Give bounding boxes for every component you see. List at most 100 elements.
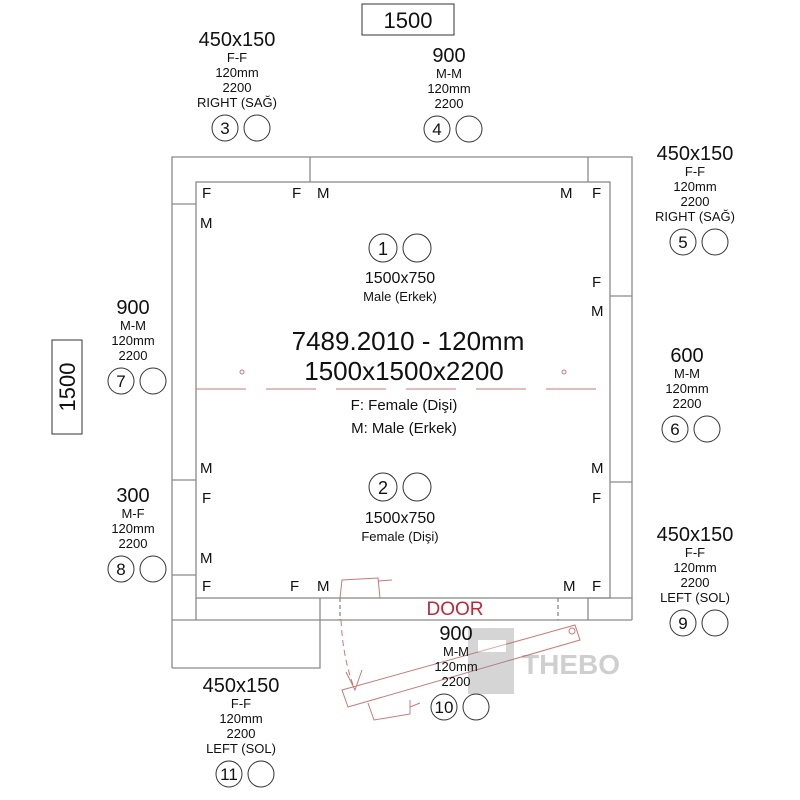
legend-male: M: Male (Erkek) — [351, 420, 457, 437]
panel-detail: 2200 — [227, 726, 256, 741]
panel-detail: 2200 — [681, 575, 710, 590]
panel-detail: F-F — [685, 164, 705, 179]
top-dimension-box: 1500 — [361, 3, 455, 36]
joint-mark: 1500x750 — [365, 510, 435, 527]
panel-blank-circle — [247, 760, 275, 788]
panel-number: 5 — [678, 233, 687, 252]
joint-mark: 2 — [378, 478, 388, 498]
panel-blank-circle — [701, 609, 729, 637]
panel-detail: RIGHT (SAĞ) — [197, 95, 277, 110]
panel-detail: 120mm — [215, 65, 258, 80]
panel-number: 11 — [220, 765, 238, 784]
panel-detail: F-F — [231, 696, 251, 711]
thebo-logo: THEBO — [468, 628, 620, 694]
panel-detail: 120mm — [434, 659, 477, 674]
walls — [171, 156, 633, 669]
room-code: 7489.2010 - 120mm — [292, 326, 525, 356]
floor-panel-1: 1 1500x750 Male (Erkek) — [363, 233, 437, 304]
panel-number-circle — [669, 609, 697, 637]
room-size: 1500x1500x2200 — [304, 356, 504, 386]
joint-mark: F — [202, 185, 211, 202]
panel-number-circle — [107, 367, 135, 395]
panel-number-circle — [215, 760, 243, 788]
panel-size: 450x150 — [657, 143, 734, 165]
panel-size: 600 — [670, 345, 703, 367]
panel-blank-circle — [701, 228, 729, 256]
joint-mark: M — [200, 460, 213, 477]
panel-number: 3 — [220, 119, 229, 138]
door-label: DOOR — [427, 599, 484, 620]
watermark-text: THEBO — [522, 649, 620, 680]
panel-size: 900 — [432, 45, 465, 67]
panel-size: 450x150 — [203, 675, 280, 697]
panel-detail: 2200 — [119, 536, 148, 551]
panel-detail: M-M — [436, 66, 462, 81]
panel-detail: 120mm — [665, 381, 708, 396]
panel-size: 300 — [116, 485, 149, 507]
panel-blank-circle — [693, 415, 721, 443]
panel-detail: 120mm — [111, 521, 154, 536]
panel-detail: 120mm — [673, 560, 716, 575]
joint-mark: F — [292, 185, 301, 202]
panel-blank-circle — [139, 555, 167, 583]
left-dimension: 1500 — [55, 363, 80, 412]
joint-mark: M — [200, 215, 213, 232]
panel-number: 6 — [670, 420, 679, 439]
panel-detail: F-F — [227, 50, 247, 65]
panel-detail: LEFT (SOL) — [206, 741, 276, 756]
joint-mark: M — [591, 303, 604, 320]
floor-divider — [196, 369, 610, 390]
panel-number: 4 — [432, 120, 441, 139]
panel-size: 900 — [116, 297, 149, 319]
joint-mark: M — [317, 578, 330, 595]
panel-size: 450x150 — [657, 524, 734, 546]
panel-detail: 120mm — [219, 711, 262, 726]
panel-number-circle — [430, 693, 458, 721]
panel-number: 9 — [678, 614, 687, 633]
joint-mark: F — [592, 274, 601, 291]
panel-number: 10 — [435, 698, 454, 717]
panel-blank-circle — [243, 114, 271, 142]
joint-marks: F F M M F M F M M M F F M F F M M F — [200, 185, 604, 595]
panel-detail: 2200 — [681, 194, 710, 209]
joint-mark: Female (Dişi) — [361, 529, 438, 544]
panel-detail: 120mm — [111, 333, 154, 348]
panel-detail: 120mm — [427, 81, 470, 96]
panel-detail: M-F — [121, 506, 144, 521]
floor-panel-2: 2 1500x750 Female (Dişi) — [361, 472, 439, 544]
panel-number-circle — [669, 228, 697, 256]
panel-detail: LEFT (SOL) — [660, 590, 730, 605]
panel-number-circle — [423, 115, 451, 143]
panel-blank-circle — [139, 367, 167, 395]
joint-mark: M — [591, 460, 604, 477]
panel-size: 900 — [439, 623, 472, 645]
panel-number: 7 — [116, 372, 125, 391]
joint-mark: M — [563, 578, 576, 595]
joint-mark: F — [202, 490, 211, 507]
panel-detail: 120mm — [673, 179, 716, 194]
panel-number-circle — [107, 555, 135, 583]
panel-blank-circle — [462, 693, 490, 721]
panel-detail: 2200 — [673, 396, 702, 411]
panel-detail: M-M — [443, 644, 469, 659]
legend-female: F: Female (Dişi) — [351, 397, 458, 414]
panel-number-circle — [211, 114, 239, 142]
joint-mark: 1500x750 — [365, 270, 435, 287]
joint-mark: M — [560, 185, 573, 202]
joint-mark: F — [202, 578, 211, 595]
panel-number-circle — [661, 415, 689, 443]
joint-mark: F — [290, 578, 299, 595]
joint-mark: M — [200, 550, 213, 567]
top-dimension: 1500 — [384, 8, 433, 33]
panel-detail: RIGHT (SAĞ) — [655, 209, 735, 224]
panel-number: 8 — [116, 560, 125, 579]
